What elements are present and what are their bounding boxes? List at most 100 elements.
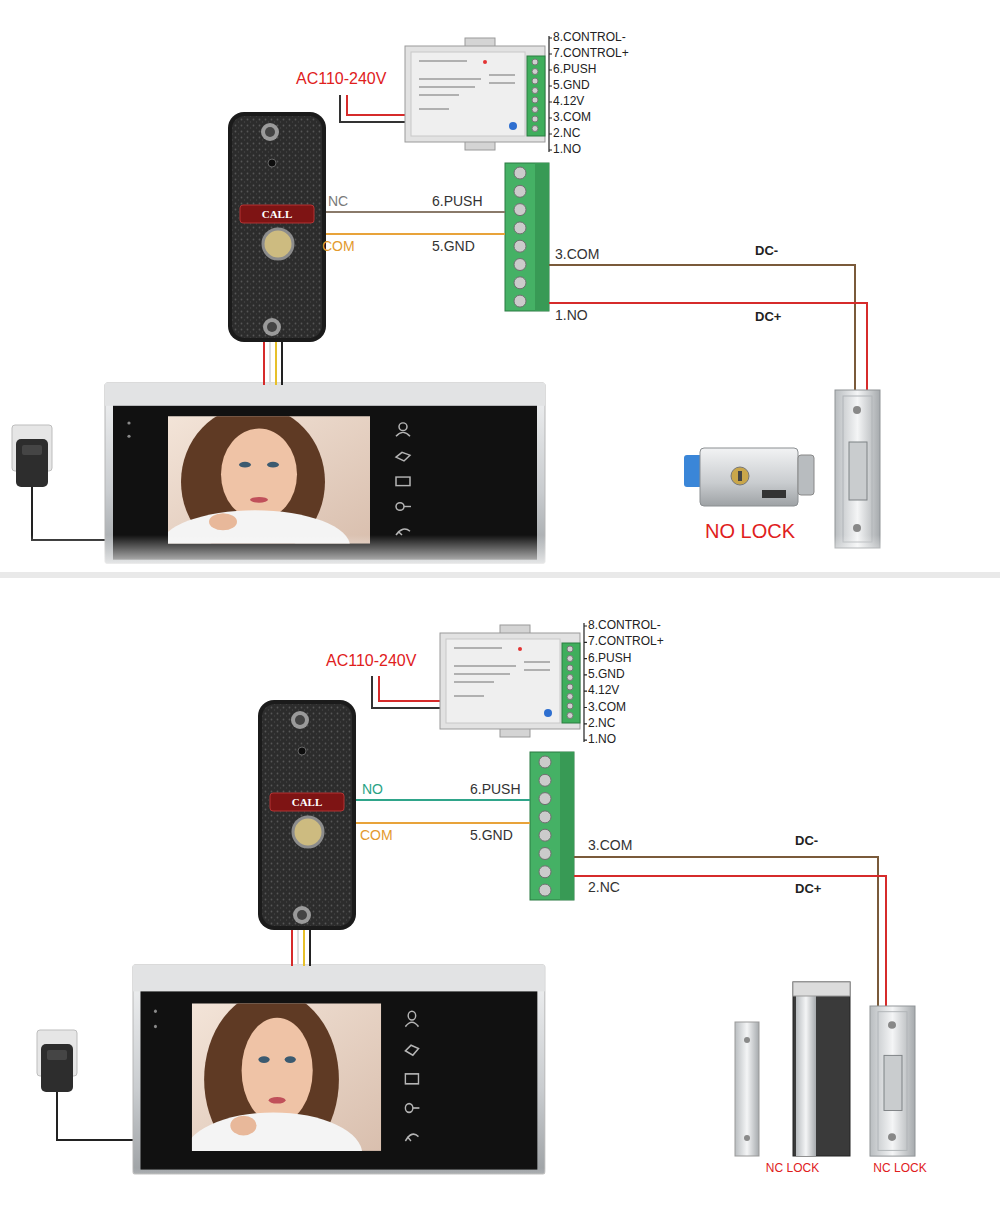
terminal-name: 2.NC xyxy=(588,717,615,731)
terminal-name: 8.CONTROL- xyxy=(588,619,661,633)
electric-strike xyxy=(870,1006,915,1156)
mains-wire xyxy=(340,95,405,122)
terminal-block xyxy=(505,163,549,311)
lock-type-label: NO LOCK xyxy=(705,520,795,543)
wire-label: NC xyxy=(328,193,348,209)
screw-hole xyxy=(744,1135,750,1141)
station-cable xyxy=(309,928,311,966)
terminal-name: 7.CONTROL+ xyxy=(588,635,664,649)
terminal-name: 7.CONTROL+ xyxy=(553,47,629,61)
terminal-name: 5.GND xyxy=(553,79,590,93)
terminal-name: 3.COM xyxy=(553,111,591,125)
terminal-block xyxy=(530,752,574,900)
station-cable xyxy=(263,340,265,385)
terminal-name: 5.GND xyxy=(588,668,625,682)
station-cable xyxy=(303,928,305,966)
magnetic-lock-picture xyxy=(735,982,850,1156)
lock-negative-wire xyxy=(549,265,855,392)
polarity-label: DC+ xyxy=(755,310,781,325)
lock-type-label: NC LOCK xyxy=(873,1162,926,1176)
call-plate-text: CALL xyxy=(292,796,323,809)
terminal-pin-label: 2.NC xyxy=(588,879,620,895)
magnet-body xyxy=(793,982,850,1156)
power-input-label: AC110-240V xyxy=(296,70,386,88)
power-input-label: AC110-240V xyxy=(326,652,416,670)
lock-cylinder xyxy=(731,467,749,485)
terminal-pin-label: 3.COM xyxy=(555,246,599,262)
keyhole xyxy=(738,471,742,481)
wire-label: NO xyxy=(362,781,383,797)
terminal-pin-label: 3.COM xyxy=(588,837,632,853)
terminal-name: 6.PUSH xyxy=(588,652,631,666)
strike-lock: NC LOCK xyxy=(865,1005,935,1180)
station-cable xyxy=(269,340,271,385)
magnet-cap xyxy=(793,982,850,996)
wire-label: COM xyxy=(322,238,355,254)
terminal-name: 2.NC xyxy=(553,127,580,141)
electric-strike xyxy=(835,390,880,548)
terminal-name: 8.CONTROL- xyxy=(553,31,626,45)
gnd-wire xyxy=(356,822,530,824)
station-cable xyxy=(291,928,293,966)
screw-hole xyxy=(744,1037,750,1043)
polarity-label: DC- xyxy=(755,244,778,259)
magnet-face xyxy=(796,996,816,1156)
door-station: CALL xyxy=(258,700,356,930)
push-wire xyxy=(356,799,530,801)
mains-wire xyxy=(347,95,405,115)
lock-type-label: NC LOCK xyxy=(766,1162,819,1176)
station-cable xyxy=(281,340,283,385)
door-station xyxy=(258,700,356,930)
polarity-label: DC+ xyxy=(795,882,821,897)
floor-fade xyxy=(0,535,1000,572)
terminal-name: 1.NO xyxy=(588,733,616,747)
call-plate-text: CALL xyxy=(262,208,293,221)
magnetic-lock: NC LOCK xyxy=(725,975,860,1180)
terminal-name: 3.COM xyxy=(588,701,626,715)
terminal-bracket xyxy=(584,623,587,742)
terminal-name: 6.PUSH xyxy=(553,63,596,77)
lock-positive-wire xyxy=(549,303,867,392)
polarity-label: DC- xyxy=(795,834,818,849)
adapter-cable xyxy=(57,1092,136,1140)
terminal-name: 4.12V xyxy=(553,95,584,109)
terminal-bracket xyxy=(549,36,552,152)
rim-lock: NO LOCK xyxy=(680,440,820,550)
door-station: CALL xyxy=(228,112,326,342)
indoor-monitor xyxy=(133,965,545,1196)
wire-label: COM xyxy=(360,827,393,843)
mains-wire xyxy=(372,676,440,708)
terminal-pin-label: 5.GND xyxy=(432,238,475,254)
mains-wire xyxy=(379,676,440,701)
power-supply xyxy=(405,38,545,150)
station-cable xyxy=(297,928,299,966)
terminal-pin-label: 6.PUSH xyxy=(470,781,521,797)
power-adapter xyxy=(12,425,52,487)
power-adapter xyxy=(37,1030,77,1092)
station-cable xyxy=(275,340,277,385)
panel-divider xyxy=(0,572,1000,578)
lock-body xyxy=(700,448,798,506)
power-supply xyxy=(440,625,580,737)
terminal-name: 4.12V xyxy=(588,684,619,698)
lock-positive-wire xyxy=(574,876,886,1008)
terminal-pin-label: 6.PUSH xyxy=(432,193,483,209)
lock-negative-wire xyxy=(574,857,878,1008)
lock-sticker xyxy=(762,490,786,498)
door-station xyxy=(228,112,326,342)
lock-bolt xyxy=(798,455,814,495)
gnd-wire xyxy=(326,233,505,235)
terminal-name: 1.NO xyxy=(553,143,581,157)
terminal-pin-label: 1.NO xyxy=(555,307,588,323)
armature-plate xyxy=(735,1022,759,1156)
rim-lock-picture xyxy=(684,448,814,506)
floor-fade xyxy=(0,1168,1000,1209)
adapter-cable xyxy=(32,487,108,540)
terminal-pin-label: 5.GND xyxy=(470,827,513,843)
push-wire xyxy=(326,211,505,213)
